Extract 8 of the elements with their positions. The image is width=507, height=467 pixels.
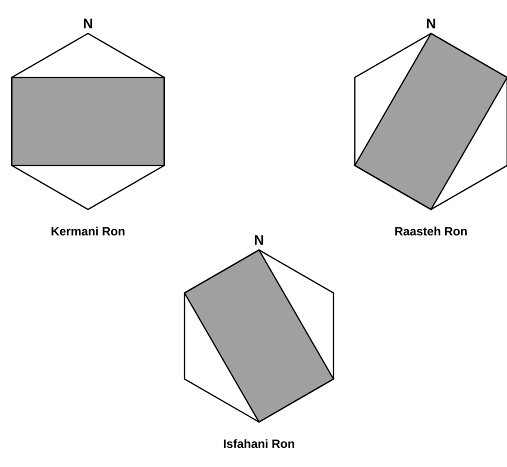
direction-label: N [426, 18, 436, 28]
direction-label: N [84, 18, 92, 28]
node-label: Isfahani Ron [224, 439, 294, 448]
hexagon-drawing [11, 32, 165, 210]
direction-label: N [254, 235, 264, 245]
node-label: Kermani Ron [52, 226, 124, 236]
node-label: Raasteh Ron [395, 226, 467, 236]
hexagon-drawing [184, 249, 334, 423]
